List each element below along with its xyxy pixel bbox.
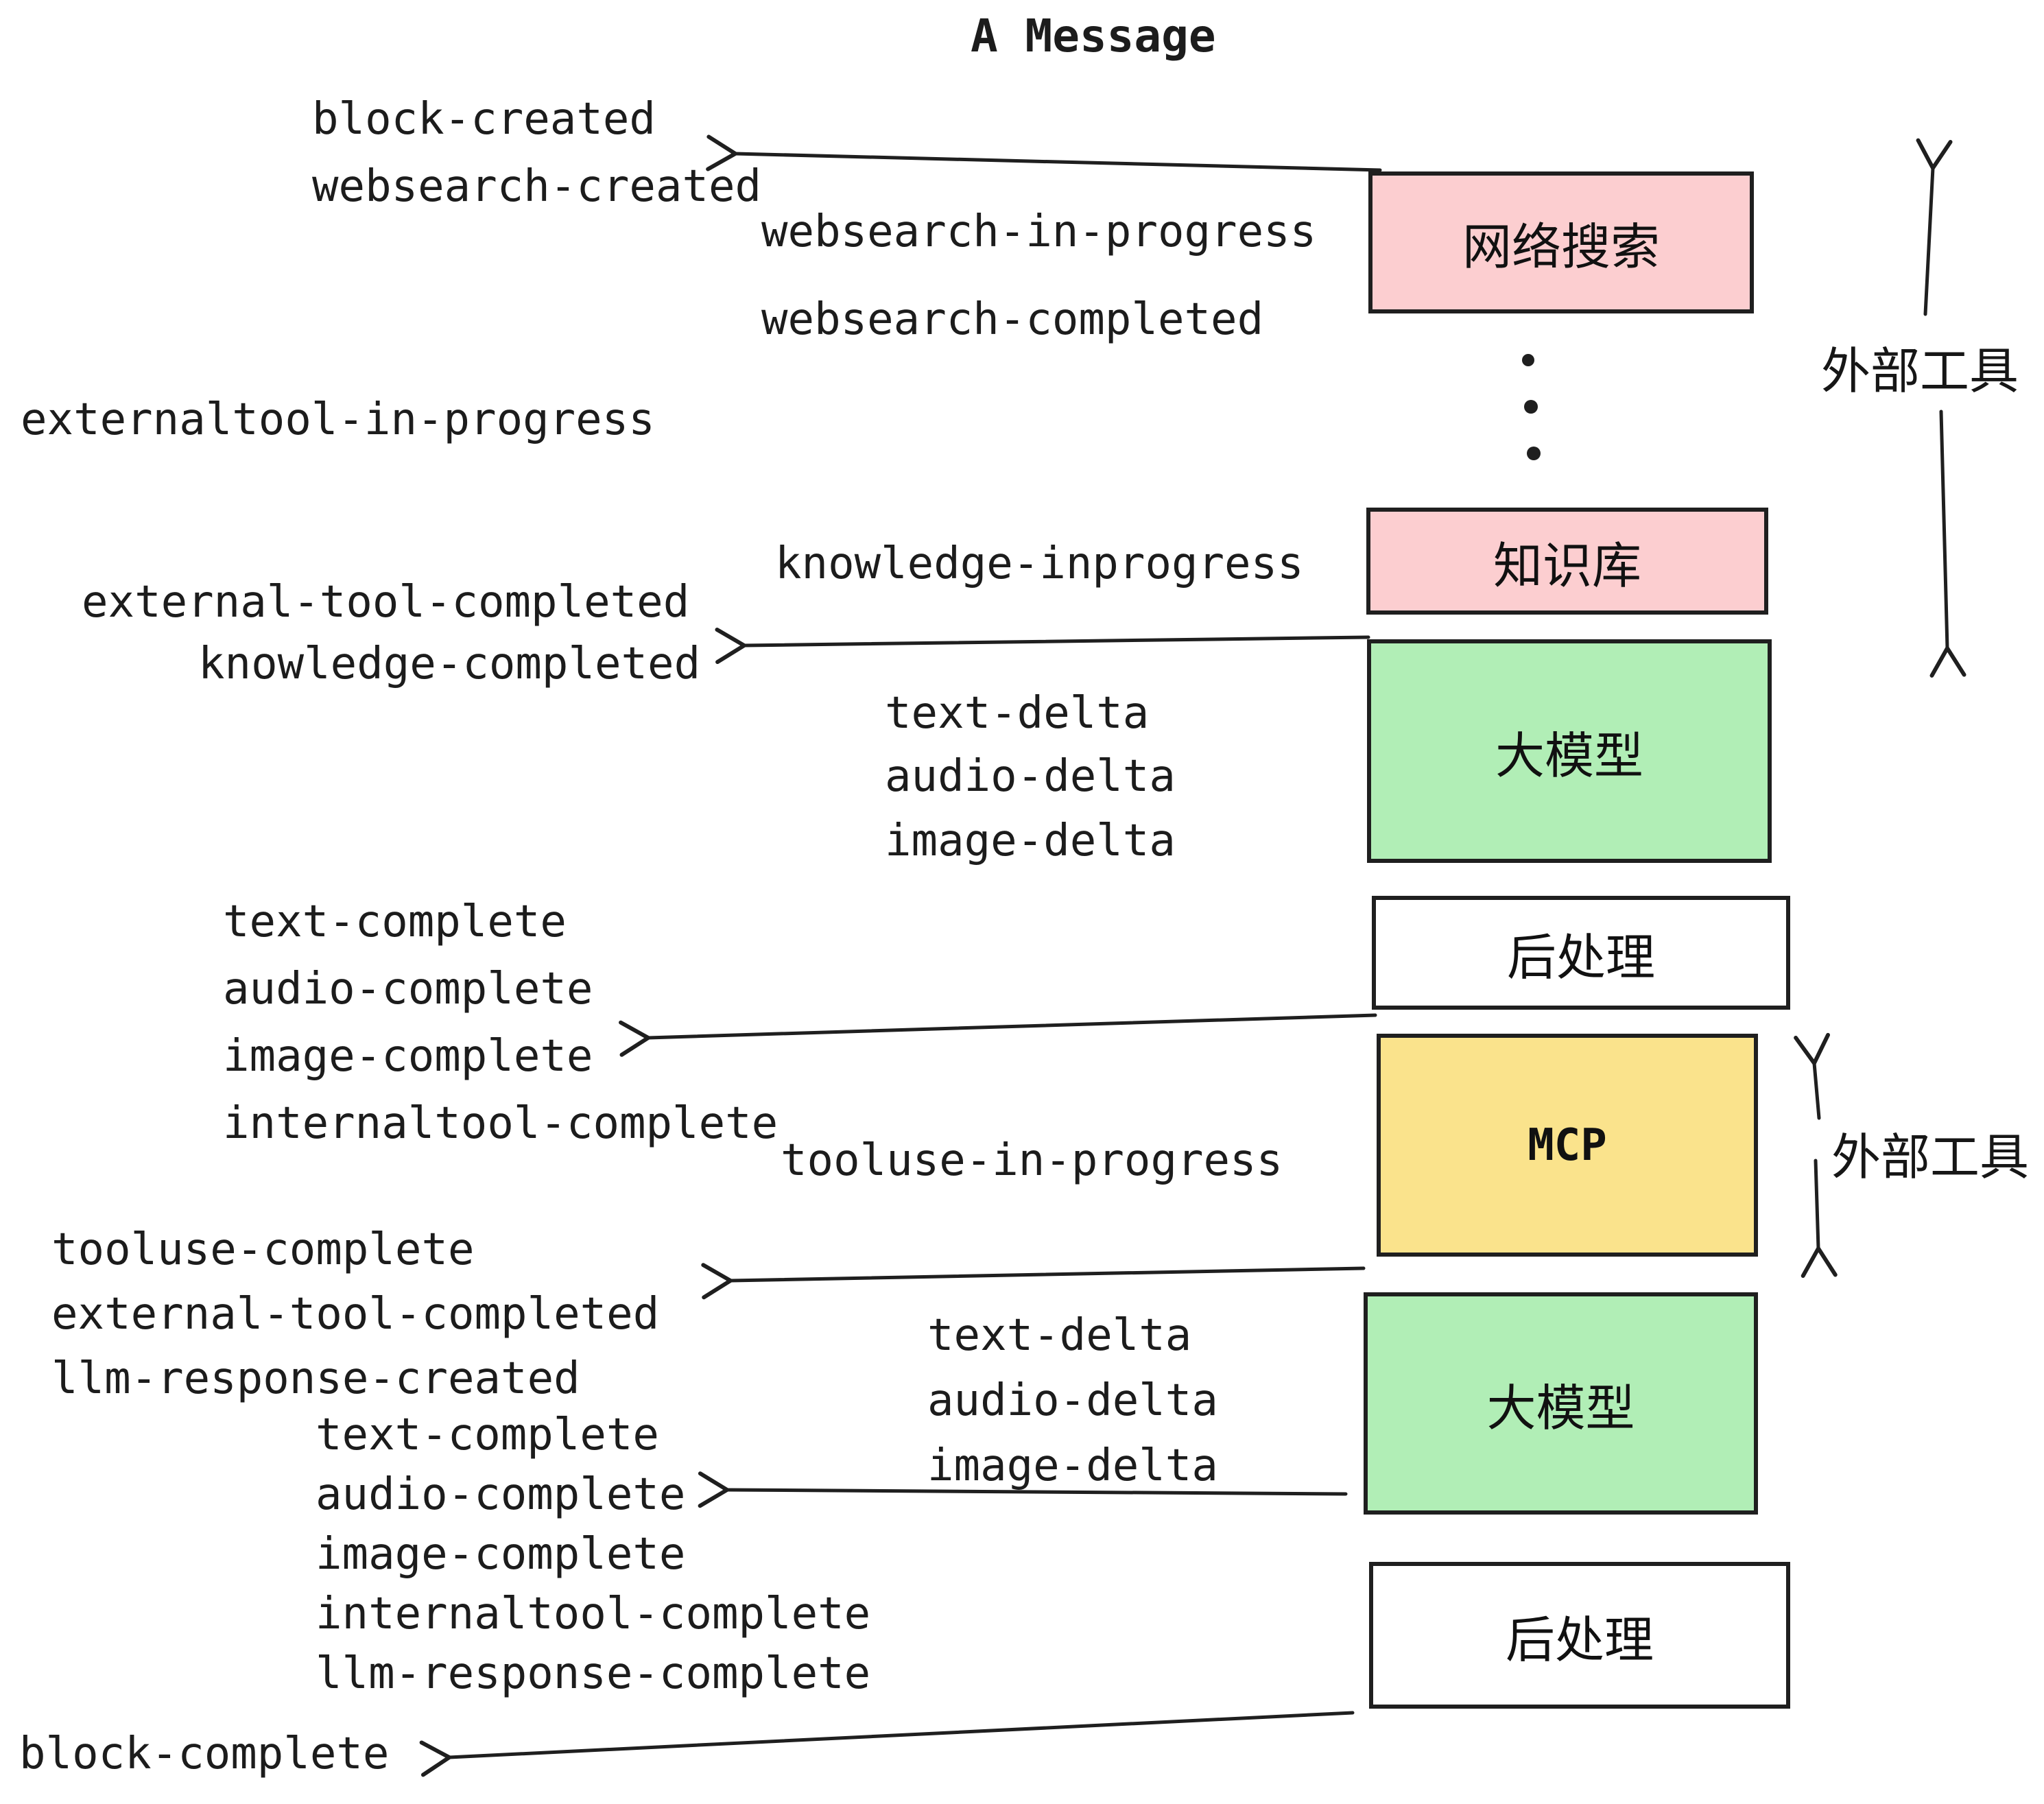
- event-label-external-tool-completed-2: external-tool-completed: [51, 1289, 660, 1340]
- flow-node-mcp: MCP: [1377, 1034, 1758, 1257]
- event-label-external-tool-completed-1: external-tool-completed: [82, 577, 690, 628]
- flow-node-llm-1-label: 大模型: [1495, 726, 1643, 785]
- event-label-text-delta-2: text-delta: [927, 1310, 1192, 1361]
- arrow-image-complete: [619, 1013, 1377, 1057]
- event-label-text-complete-2: text-complete: [316, 1410, 659, 1460]
- arrow-websearch-created: [706, 134, 1382, 172]
- event-label-websearch-completed: websearch-completed: [761, 294, 1264, 345]
- event-label-image-complete-1: image-complete: [223, 1031, 593, 1082]
- arrow-block-complete: [419, 1711, 1355, 1777]
- flow-node-postprocess-1-label: 后处理: [1506, 928, 1655, 986]
- event-label-externaltool-in-progress: externaltool-in-progress: [21, 394, 655, 445]
- event-label-audio-delta-2: audio-delta: [927, 1375, 1218, 1426]
- flow-node-postprocess-2: 后处理: [1369, 1562, 1790, 1709]
- event-label-block-complete: block-complete: [19, 1729, 390, 1779]
- flow-node-postprocess-1: 后处理: [1372, 896, 1790, 1010]
- event-label-image-delta-2: image-delta: [927, 1440, 1218, 1491]
- event-label-knowledge-inprogress: knowledge-inprogress: [775, 538, 1304, 589]
- event-label-text-delta-1: text-delta: [885, 688, 1150, 739]
- event-label-audio-delta-1: audio-delta: [885, 751, 1176, 802]
- event-label-websearch-in-progress: websearch-in-progress: [761, 206, 1317, 257]
- flow-node-websearch: 网络搜索: [1368, 171, 1754, 313]
- flow-node-llm-2-label: 大模型: [1486, 1379, 1635, 1437]
- event-label-websearch-created: websearch-created: [312, 161, 762, 212]
- flow-node-websearch-label: 网络搜索: [1462, 218, 1660, 276]
- event-label-image-complete-2: image-complete: [316, 1529, 686, 1580]
- event-label-internaltool-complete-2: internaltool-complete: [316, 1589, 871, 1639]
- arrow-tooluse-complete: [701, 1263, 1366, 1300]
- flow-node-knowledge-base-label: 知识库: [1493, 536, 1641, 595]
- external-tools-1-up-arrow: [1916, 138, 1953, 316]
- diagram-title: A Message: [971, 10, 1216, 62]
- external-tools-2-up-arrow: [1794, 1032, 1831, 1120]
- event-label-block-created: block-created: [312, 94, 656, 145]
- external-tools-1-down-arrow: [1929, 410, 1966, 678]
- vertical-ellipsis-dots: [1522, 354, 1541, 460]
- event-label-tooluse-in-progress: tooluse-in-progress: [781, 1135, 1283, 1186]
- event-label-llm-response-created: llm-response-created: [51, 1353, 580, 1404]
- arrow-knowledge-completed: [715, 628, 1370, 665]
- external-tools-2-down-arrow: [1801, 1159, 1838, 1278]
- flow-node-knowledge-base: 知识库: [1366, 508, 1768, 615]
- flow-node-llm-1: 大模型: [1367, 639, 1772, 863]
- event-label-knowledge-completed: knowledge-completed: [198, 639, 701, 689]
- external-tools-label-1: 外部工具: [1821, 342, 2019, 400]
- event-label-text-complete-1: text-complete: [223, 897, 567, 947]
- arrow-audio-complete: [698, 1471, 1348, 1508]
- event-label-audio-complete-2: audio-complete: [316, 1469, 686, 1520]
- event-label-audio-complete-1: audio-complete: [223, 964, 593, 1014]
- event-label-llm-response-complete: llm-response-complete: [316, 1648, 871, 1699]
- flow-node-mcp-label: MCP: [1528, 1119, 1607, 1171]
- flow-node-llm-2: 大模型: [1364, 1292, 1758, 1515]
- external-tools-label-2: 外部工具: [1831, 1128, 2030, 1186]
- event-label-internaltool-complete-1: internaltool-complete: [223, 1098, 779, 1149]
- event-label-image-delta-1: image-delta: [885, 816, 1176, 866]
- flow-node-postprocess-2-label: 后处理: [1505, 1611, 1654, 1669]
- event-label-tooluse-complete: tooluse-complete: [51, 1224, 475, 1275]
